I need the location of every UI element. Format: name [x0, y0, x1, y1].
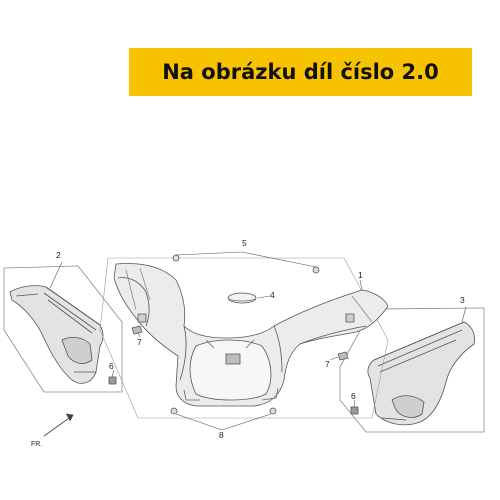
callout-6-left: 6 — [109, 361, 114, 371]
screw-part-5-right — [312, 266, 320, 274]
callout-7-left: 7 — [137, 337, 142, 347]
handlebar-front-cover — [113, 263, 389, 407]
screw-part-5-left — [172, 254, 180, 262]
right-side-cover — [367, 321, 475, 426]
nut-part-7-right — [337, 351, 349, 361]
leader-lines — [49, 251, 467, 431]
screw-part-8-right — [269, 407, 277, 415]
main-cover-frame — [99, 257, 389, 419]
callout-1: 1 — [358, 270, 363, 280]
direction-label: FR. — [31, 441, 43, 448]
left-side-cover — [9, 285, 104, 384]
callout-4: 4 — [270, 290, 275, 300]
callout-3: 3 — [460, 295, 465, 305]
screw-part-8-left — [170, 407, 178, 415]
callout-2: 2 — [56, 250, 61, 260]
callout-8: 8 — [219, 430, 224, 440]
callout-7-right: 7 — [325, 359, 330, 369]
nut-part-7-left — [131, 325, 143, 335]
callout-6-right: 6 — [351, 391, 356, 401]
callout-5: 5 — [242, 238, 247, 248]
clip-part-6-left — [108, 376, 117, 385]
part-number-banner: Na obrázku díl číslo 2.0 — [129, 48, 472, 96]
clip-part-6-right — [350, 406, 359, 415]
left-panel-frame — [3, 265, 123, 393]
center-emblem — [227, 292, 257, 304]
part-number-banner-text: Na obrázku díl číslo 2.0 — [162, 60, 439, 84]
front-direction-arrow — [43, 413, 74, 437]
